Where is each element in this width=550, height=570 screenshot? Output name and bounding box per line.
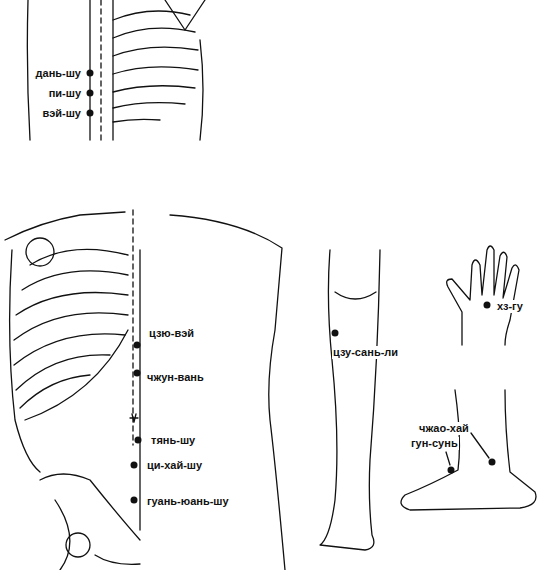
rib bbox=[113, 11, 190, 20]
pelvis bbox=[40, 474, 140, 540]
midline-dashed bbox=[132, 210, 133, 445]
acupoint-dot bbox=[134, 370, 141, 377]
point-label: чжао-хай bbox=[418, 422, 470, 435]
acupoint-dot bbox=[131, 462, 138, 469]
leg-outline bbox=[320, 250, 380, 550]
hip-joint bbox=[66, 533, 90, 557]
acupoint-dot bbox=[87, 110, 94, 117]
acupoint-dot bbox=[87, 70, 94, 77]
body-outline bbox=[27, 0, 30, 140]
hand-outline bbox=[447, 246, 519, 345]
point-label: цзю-вэй bbox=[148, 327, 195, 340]
acupoint-dot bbox=[131, 497, 138, 504]
leader-line bbox=[446, 452, 450, 465]
costal-margin bbox=[25, 330, 128, 420]
rib bbox=[113, 67, 198, 74]
body-outline bbox=[10, 250, 40, 472]
rib bbox=[20, 375, 90, 408]
acupoint-dot bbox=[332, 330, 339, 337]
shoulder-joint bbox=[26, 238, 54, 266]
point-label: гуань-юань-шу bbox=[146, 495, 230, 508]
point-label: пи-шу bbox=[48, 87, 82, 100]
acupoint-dot bbox=[134, 342, 141, 349]
point-label: цзу-сань-ли bbox=[332, 346, 399, 359]
point-label: ци-хай-шу bbox=[146, 459, 203, 472]
point-label: хз-гу bbox=[496, 300, 524, 313]
shoulder-outline bbox=[5, 212, 125, 240]
acupoint-dot bbox=[135, 437, 142, 444]
pelvis bbox=[55, 500, 70, 570]
rib bbox=[113, 119, 160, 122]
foot-outline bbox=[401, 390, 536, 510]
rib bbox=[113, 103, 185, 108]
body-outline bbox=[200, 40, 203, 140]
rib bbox=[16, 355, 110, 390]
point-label: чжун-вань bbox=[146, 371, 205, 384]
spine-line bbox=[112, 0, 113, 140]
point-label: гун-сунь bbox=[410, 437, 459, 450]
point-label: дань-шу bbox=[35, 67, 82, 80]
scapula bbox=[165, 0, 205, 30]
knee bbox=[335, 292, 376, 299]
rib bbox=[22, 271, 128, 290]
pelvis bbox=[95, 555, 140, 564]
acupoint-dot bbox=[489, 459, 496, 466]
midline-dashed bbox=[100, 0, 101, 140]
point-label: вэй-шу bbox=[41, 107, 82, 120]
point-label: тянь-шу bbox=[150, 434, 196, 447]
midline bbox=[139, 250, 140, 530]
rib bbox=[14, 313, 128, 340]
navel bbox=[130, 414, 138, 422]
leader-line bbox=[471, 433, 489, 458]
acupoint-dot bbox=[87, 90, 94, 97]
rib bbox=[113, 86, 195, 92]
rib bbox=[113, 47, 198, 56]
body-outline bbox=[170, 215, 285, 570]
rib bbox=[30, 249, 128, 265]
rib bbox=[16, 293, 128, 316]
acupoint-dot bbox=[484, 302, 491, 309]
rib bbox=[113, 28, 195, 38]
acupoint-dot bbox=[448, 467, 455, 474]
